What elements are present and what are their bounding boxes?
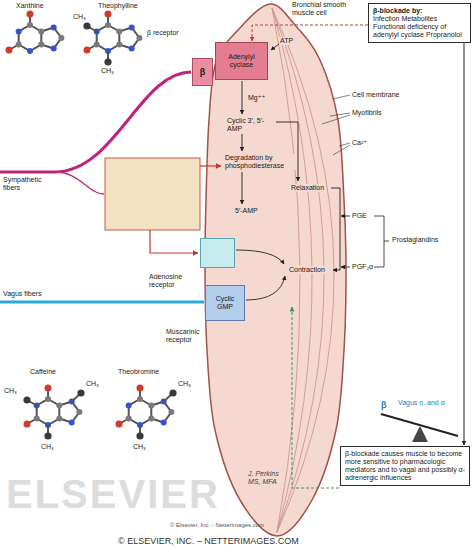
note-box: β-blockade by:Infection Metabolites Func… [368, 3, 471, 43]
theophylline-molecule [83, 11, 142, 66]
theophylline-molecule [84, 11, 143, 55]
text-area: Cyclic GMP [208, 295, 242, 311]
mediator-label: PGE [352, 212, 367, 220]
receptor-label: Adenosine receptor [149, 273, 199, 289]
watermark: ELSEVIER [6, 474, 220, 514]
receptor-box: Adenosine receptor [200, 238, 235, 268]
sympathetic-fiber [0, 72, 191, 172]
text-area: β-blockade causes muscle to become more … [345, 450, 465, 482]
messenger-label: Cyclic 3′, 5′-AMP [226, 117, 276, 133]
signature: J. Perkins MS, MFA [248, 470, 284, 486]
receptor-box: Cyclic GMPMuscarinic receptor [205, 285, 245, 321]
cell-title: Bronchial smooth muscle cell [292, 1, 364, 17]
caffeine-molecule [23, 396, 36, 405]
copyright: © ELSEVIER, INC. – NETTERIMAGES.COM [118, 536, 299, 546]
product-label: 5′-AMP [234, 207, 259, 215]
part-label: Cell membrane [352, 91, 399, 99]
note-heading: β-blockade by: [373, 7, 466, 15]
text-area: β-blockade by:Infection Metabolites Func… [373, 7, 466, 39]
theophylline-molecule [104, 51, 111, 66]
xanthine-molecule [6, 11, 65, 55]
enzyme-label: Adenylyl cyclase [218, 53, 265, 69]
cofactor-label: Mg⁺⁺ [247, 94, 266, 102]
caffeine-molecule [72, 389, 85, 401]
fiber-label: Vagus fibers [3, 290, 41, 298]
caffeine-molecule [24, 385, 83, 429]
methyl-label: CH₃ [178, 380, 191, 388]
note-body: β-blockade causes muscle to become more … [345, 450, 465, 482]
leader-lines [333, 95, 350, 99]
cell-outline [195, 0, 355, 540]
xanthine-molecule [6, 11, 65, 55]
methyl-label: CH₃ [41, 443, 54, 451]
pathway-arrows [242, 172, 243, 204]
sympathetic-fiber [55, 172, 104, 194]
red-arrows [150, 230, 198, 253]
balance-label: β [381, 400, 387, 410]
mediator-label: PGF₂α [352, 263, 373, 271]
methyl-label: CH₃ [86, 380, 99, 388]
bracket [374, 216, 389, 267]
pathway-arrows [341, 216, 350, 217]
part-label: Myofibrils [352, 109, 382, 117]
fiber-label: Sympathetic fibers [3, 176, 51, 192]
note-box: β-blockade causes muscle to become more … [340, 446, 470, 486]
balance-label: Vagus n. and α [398, 399, 450, 407]
receptor-label: β receptor [147, 29, 189, 37]
caffeine-molecule [44, 425, 51, 440]
theobromine-molecule [164, 389, 177, 401]
copyright: © Elsevier, Inc. - Netterimages.com [170, 522, 264, 529]
methyl-label: CH₃ [133, 443, 146, 451]
vagus-fiber [0, 301, 204, 304]
seesaw [381, 414, 458, 442]
molecule-name: Xanthine [16, 2, 44, 10]
theophylline-molecule [83, 22, 96, 31]
effect-label: Relaxation [290, 184, 325, 192]
molecule-name: Theophylline [98, 2, 138, 10]
sympathetic-box [105, 158, 200, 230]
ion-label: Ca²⁺ [352, 139, 367, 147]
pathway-arrows [242, 81, 243, 114]
cell-membrane [205, 4, 346, 536]
effect-label: Contraction [288, 266, 326, 274]
seesaw [412, 426, 428, 442]
process-label: Degradation by phosphodiesterase [224, 154, 296, 170]
receptor-symbol: β [195, 67, 210, 77]
pathway-arrows [242, 134, 243, 151]
text-area: Adenylyl cyclase [218, 53, 265, 69]
enzyme-box: Adenylyl cyclase [215, 42, 268, 80]
theobromine-molecule [136, 425, 143, 440]
pathway-arrows [341, 267, 350, 268]
text-area: β [195, 67, 210, 77]
muscle-cell: Bronchial smooth muscle cellAdenylyl cyc… [195, 0, 355, 540]
molecule-name: Caffeine [30, 368, 56, 376]
methyl-label: CH₃ [73, 13, 86, 21]
substrate-label: ATP [279, 37, 294, 45]
receptor-label: Muscarinic receptor [166, 328, 216, 344]
theobromine-molecule [116, 385, 177, 440]
red-arrows [200, 165, 221, 166]
methyl-label: CH₃ [101, 67, 114, 75]
note-body: Infection Metabolites Functional deficie… [373, 15, 466, 39]
group-label: Prostaglandins [392, 236, 438, 244]
theobromine-molecule [116, 385, 175, 429]
messenger-label: Cyclic GMP [208, 295, 242, 311]
molecule-name: Theobromine [118, 368, 159, 376]
methyl-label: CH₃ [4, 387, 17, 395]
receptor-box: ββ receptor [192, 58, 213, 86]
connector [464, 43, 465, 445]
caffeine-molecule [23, 385, 84, 440]
